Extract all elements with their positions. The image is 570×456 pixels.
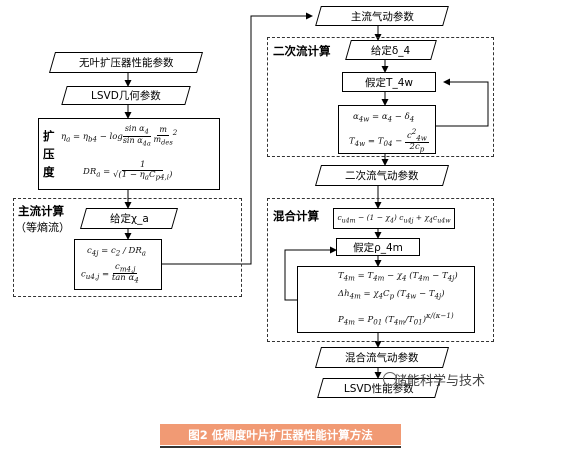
arrow-to-right-column	[161, 12, 313, 265]
input-params-block: 无叶扩压器性能参数	[48, 52, 204, 73]
formula-p: P4m = P01 (T4m/T01)κ/(κ−1)	[338, 311, 454, 327]
main-flow-params-label: 主流气动参数	[350, 10, 414, 23]
mixing-section	[267, 198, 494, 342]
mixed-params-label: 混合流气动参数	[345, 352, 419, 364]
geometry-params-block: LSVD几何参数	[61, 86, 191, 105]
secondary-flow-section	[267, 37, 494, 157]
mixed-params-block: 混合流气动参数	[314, 347, 450, 368]
formula-c4j: c4j = c2 / DRa	[87, 246, 146, 258]
watermark-text: 储能科学与技术	[394, 374, 486, 389]
main-flow-section	[13, 198, 242, 297]
mixing-title: 混合计算	[273, 209, 319, 223]
main-flow-subtitle: （等熵流）	[15, 221, 70, 234]
secondary-params-block: 二次流气动参数	[314, 165, 450, 186]
figure-caption: 图2 低稠度叶片扩压器性能计算方法	[188, 427, 373, 442]
caption-background	[160, 424, 401, 445]
caption-underline	[160, 446, 401, 448]
main-flow-params-block: 主流气动参数	[315, 6, 449, 26]
mixing-formula-box: cu4m − (1 − χ4) cu4j + χ4cu4w	[333, 208, 455, 229]
diffusion-label: 扩压度	[43, 129, 55, 179]
geometry-params-label: LSVD几何参数	[91, 90, 161, 102]
main-flow-title: 主流计算	[18, 204, 64, 218]
secondary-params-label: 二次流气动参数	[345, 170, 419, 182]
mixing-result-box: T4m = T4m − χ4 (T4m − T4j) Δh4m = χ4Cp (…	[297, 266, 475, 333]
formula-dh: Δh4m = χ4Cp (T4w − T4j)	[338, 289, 445, 301]
input-params-label: 无叶扩压器性能参数	[78, 57, 174, 69]
assume-t-label: 假定T_4w	[365, 76, 413, 89]
given-delta-label: 给定δ_4	[371, 44, 411, 57]
assume-rho-block: 假定ρ_4m	[336, 238, 420, 256]
assume-rho-label: 假定ρ_4m	[353, 241, 403, 254]
formula-mix: cu4m − (1 − χ4) cu4j + χ4cu4w	[337, 212, 451, 225]
arrow-loop-t	[436, 78, 489, 127]
given-chi-label: 给定χ_a	[109, 213, 149, 225]
formula-tm: T4m = T4m − χ4 (T4m − T4j)	[338, 271, 458, 283]
given-delta-block: 给定δ_4	[345, 40, 437, 60]
arrow-loop-rho	[284, 246, 337, 301]
secondary-flow-title: 二次流计算	[273, 44, 331, 58]
watermark-logo-icon	[383, 372, 397, 386]
given-chi-block: 给定χ_a	[79, 208, 179, 229]
formula-dr: DRa = 1√(1 − ηaCp4,i)	[83, 160, 173, 183]
assume-t-block: 假定T_4w	[342, 72, 436, 92]
formula-alpha: α4w = α4 − δ4	[353, 112, 415, 124]
